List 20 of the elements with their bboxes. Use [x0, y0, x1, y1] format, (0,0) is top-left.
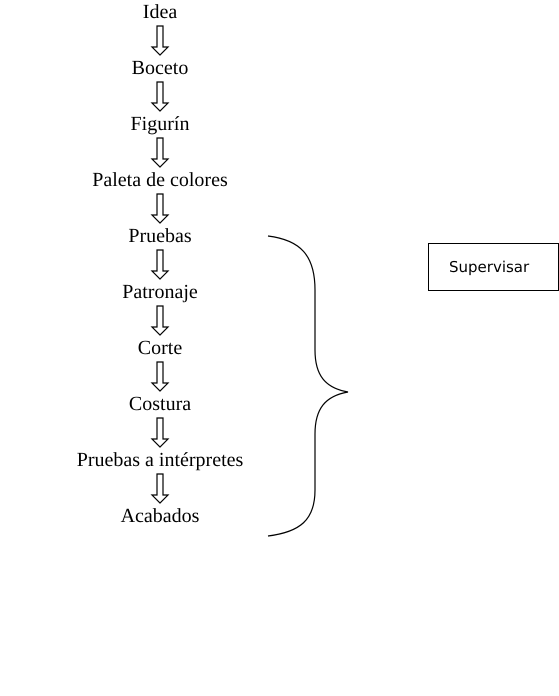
step-label: Patronaje: [122, 280, 198, 304]
arrow: [150, 249, 170, 280]
step-label: Idea: [142, 0, 178, 24]
arrow: [150, 81, 170, 112]
step-label: Acabados: [120, 504, 200, 528]
arrow: [150, 361, 170, 392]
step-label: Costura: [128, 392, 192, 416]
arrow: [150, 473, 170, 504]
arrow: [150, 25, 170, 56]
arrow: [150, 137, 170, 168]
process-box: Supervisar: [428, 243, 559, 291]
arrow: [150, 417, 170, 448]
step-label: Boceto: [132, 56, 188, 80]
step-label: Pruebas: [128, 224, 192, 248]
step-label: Paleta de colores: [92, 168, 228, 192]
step-label: Pruebas a intérpretes: [76, 448, 244, 472]
arrow: [150, 305, 170, 336]
step-label: Corte: [138, 336, 182, 360]
step-label: Figurín: [130, 112, 190, 136]
arrow: [150, 193, 170, 224]
